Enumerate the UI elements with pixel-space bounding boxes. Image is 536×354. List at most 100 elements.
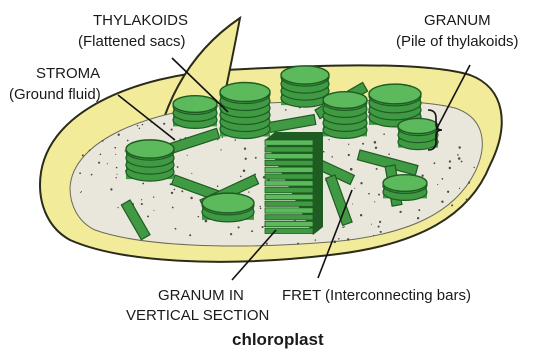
thylakoid-top-disc <box>173 96 217 113</box>
stroma-particle <box>371 224 372 225</box>
stroma-particle <box>198 216 200 218</box>
stroma-particle <box>374 141 377 144</box>
stroma-particle <box>163 123 165 125</box>
granum-stack <box>281 66 329 107</box>
stroma-particle <box>323 151 325 153</box>
stroma-particle <box>217 185 219 187</box>
stroma-particle <box>449 160 451 162</box>
thylakoid-top-disc <box>398 118 438 133</box>
stroma-particle <box>342 227 343 228</box>
stroma-particle <box>347 238 349 240</box>
granum-stack <box>398 118 438 149</box>
stroma-particle <box>375 147 377 149</box>
label-stroma-desc: (Ground fluid) <box>9 86 101 103</box>
stroma-particle <box>328 139 329 140</box>
stroma-particle <box>441 201 443 203</box>
stroma-particle <box>334 241 337 244</box>
stroma-particle <box>348 144 349 145</box>
stroma-particle <box>79 172 81 174</box>
stroma-particle <box>81 191 82 192</box>
stroma-particle <box>147 215 149 217</box>
granum-vertical-section <box>265 132 323 235</box>
stroma-particle <box>373 235 374 236</box>
stroma-particle <box>338 238 340 240</box>
stroma-particle <box>98 162 100 164</box>
stroma-particle <box>259 206 261 208</box>
diagram-caption: chloroplast <box>232 330 324 349</box>
stroma-particle <box>118 134 120 136</box>
stroma-particle <box>153 196 154 197</box>
stroma-particle <box>262 226 264 228</box>
granum-stack <box>383 175 427 201</box>
vertical-thylakoid-layer <box>265 215 313 220</box>
stroma-particle <box>442 178 444 180</box>
stroma-particle <box>383 133 385 135</box>
vertical-thylakoid-layer <box>265 221 313 226</box>
stroma-particle <box>466 199 468 201</box>
stroma-particle <box>437 184 438 185</box>
stroma-particle <box>255 157 257 159</box>
stroma-particle <box>352 203 353 204</box>
stroma-particle <box>331 156 332 157</box>
granum-stack <box>323 92 367 139</box>
stroma-particle <box>116 177 117 178</box>
stroma-particle <box>142 124 143 125</box>
thylakoid-top-disc <box>323 92 367 109</box>
stroma-particle <box>116 167 118 169</box>
vertical-thylakoid-layer <box>265 228 313 233</box>
stroma-particle <box>171 129 173 131</box>
stroma-particle <box>116 174 117 175</box>
stroma-particle <box>474 167 475 168</box>
stroma-particle <box>362 143 364 145</box>
granum-stack <box>126 140 174 181</box>
stroma-particle <box>266 243 268 245</box>
label-thylakoids: THYLAKOIDS <box>93 12 188 29</box>
granum-stack <box>202 193 254 222</box>
stroma-particle <box>102 140 104 142</box>
stroma-particle <box>110 188 112 190</box>
stroma-particle <box>191 173 192 174</box>
stroma-particle <box>100 154 102 156</box>
vertical-thylakoid-layer <box>265 188 313 193</box>
stroma-particle <box>350 168 353 171</box>
label-granum-vertical-2: VERTICAL SECTION <box>126 307 269 324</box>
stroma-particle <box>388 153 390 155</box>
stroma-particle <box>82 154 84 156</box>
label-thylakoids-desc: (Flattened sacs) <box>78 33 186 50</box>
stroma-particle <box>458 157 461 160</box>
stroma-particle <box>127 140 129 142</box>
label-granum-desc: (Pile of thylakoids) <box>396 33 519 50</box>
stroma-particle <box>238 226 240 228</box>
vertical-thylakoid-layer <box>265 147 313 152</box>
stroma-particle <box>115 154 116 155</box>
stroma-particle <box>174 189 176 191</box>
stroma-particle <box>172 207 174 209</box>
stroma-particle <box>378 194 380 196</box>
stroma-particle <box>457 154 459 156</box>
thylakoid-top-disc <box>220 83 270 102</box>
stroma-particle <box>141 203 143 205</box>
stroma-particle <box>354 188 355 189</box>
stroma-particle <box>449 167 451 169</box>
stroma-particle <box>451 204 453 206</box>
stroma-particle <box>114 147 116 149</box>
stroma-particle <box>205 220 208 223</box>
stroma-particle <box>220 149 221 150</box>
stroma-particle <box>190 197 192 199</box>
stroma-particle <box>461 161 463 163</box>
stroma-particle <box>360 182 362 184</box>
vertical-thylakoid-layer <box>265 167 313 172</box>
vertical-thylakoid-layer <box>265 140 313 145</box>
label-granum: GRANUM <box>424 12 491 29</box>
label-stroma: STROMA <box>36 65 100 82</box>
stroma-particle <box>243 170 246 173</box>
stroma-particle <box>251 230 253 232</box>
stroma-particle <box>368 193 370 195</box>
stroma-particle <box>315 239 316 240</box>
stroma-particle <box>297 243 299 245</box>
thylakoid-top-disc <box>126 140 174 158</box>
stroma-particle <box>417 217 419 219</box>
stroma-particle <box>137 125 139 127</box>
stroma-particle <box>360 214 362 216</box>
vertical-thylakoid-layer <box>265 208 313 213</box>
